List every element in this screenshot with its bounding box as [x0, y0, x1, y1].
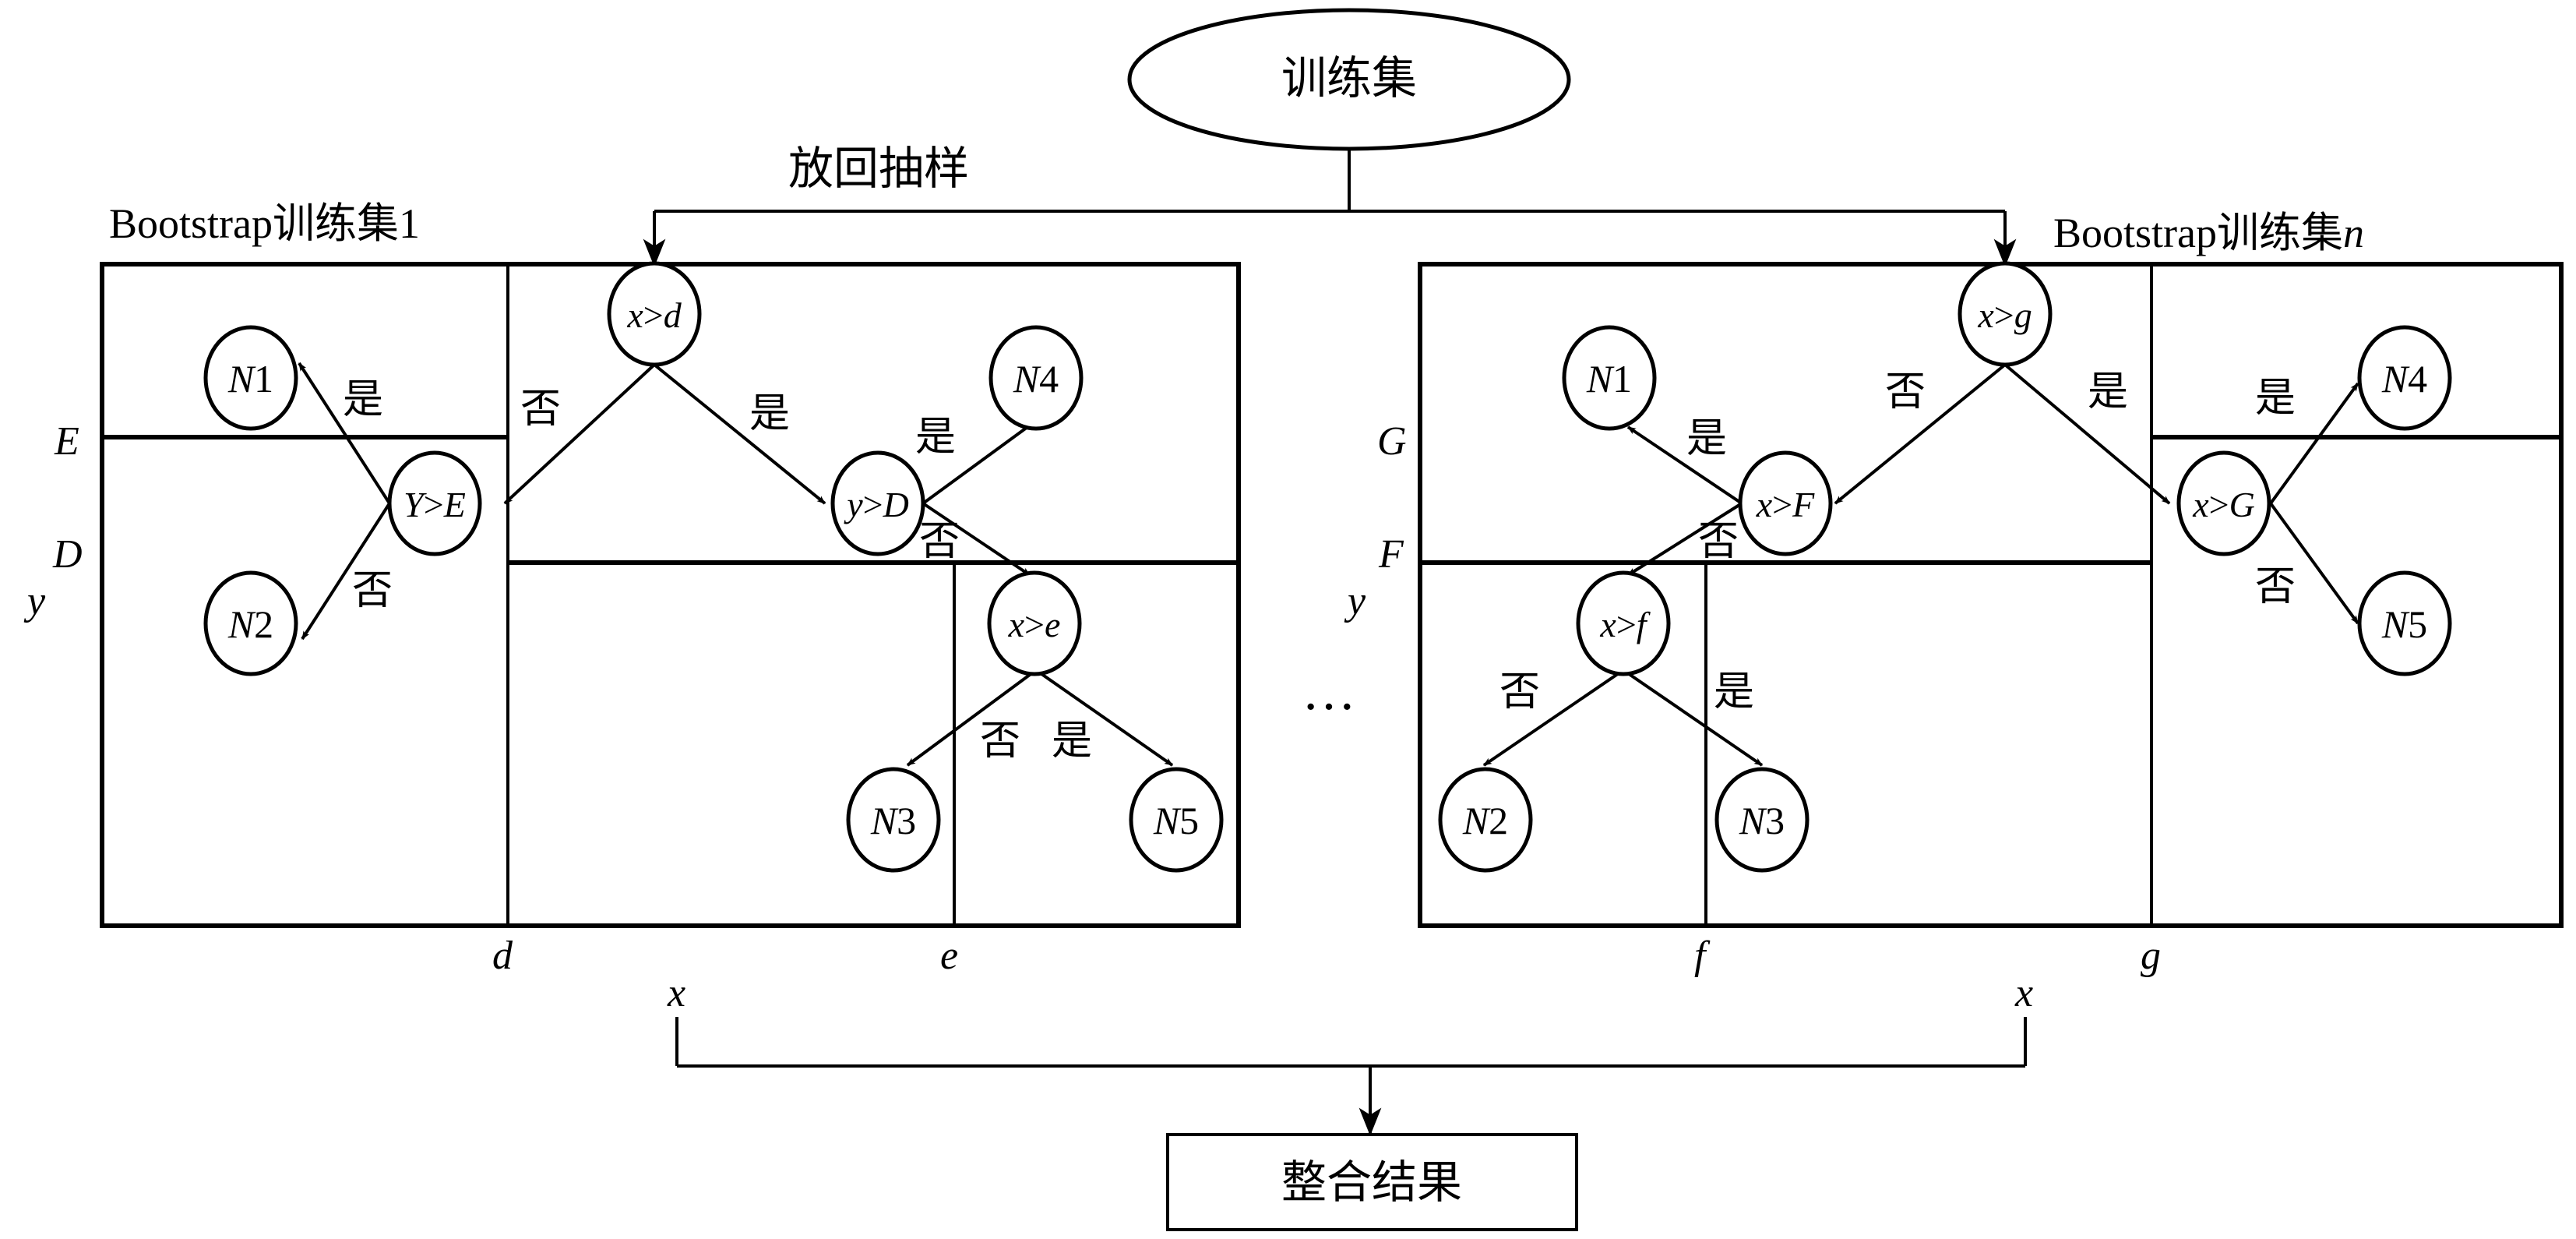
training-set-label: 训练集 [1281, 51, 1417, 104]
edge-right-no-n [2269, 502, 2359, 625]
leaf-N5-n: N5 [2357, 570, 2452, 676]
svg-text:x>f: x>f [1599, 605, 1651, 644]
x-axis-label: x [667, 971, 685, 1015]
svg-text:x>G: x>G [2192, 485, 2255, 524]
label-left-yes: 是 [343, 376, 383, 423]
edge-root-yes-n [2003, 363, 2171, 505]
tick-D: D [52, 532, 83, 577]
svg-text:x>g: x>g [1977, 295, 2032, 335]
node-y-gt-D: y>D [830, 450, 925, 556]
svg-text:N3: N3 [1739, 799, 1785, 842]
tick-e: e [940, 934, 958, 978]
svg-text:N3: N3 [870, 799, 916, 842]
leaf-N4: N4 [988, 325, 1084, 431]
edge-root-no [503, 363, 656, 505]
edge-left-yes [298, 362, 391, 505]
svg-text:x>F: x>F [1756, 485, 1815, 524]
label-sub-yes: 是 [1052, 718, 1092, 764]
svg-text:N4: N4 [1013, 357, 1059, 401]
svg-text:N1: N1 [227, 357, 273, 401]
svg-text:x>d: x>d [626, 295, 682, 335]
node-x-gt-e: x>e [987, 570, 1082, 676]
edge-sub-no-n [1482, 669, 1625, 767]
svg-text:N5: N5 [1153, 799, 1199, 842]
edge-root-yes [653, 363, 826, 505]
bootstrap-panel-n: Bootstrap训练集n G F y f g x 否 是 是 否 是 否 否 … [1344, 210, 2564, 1015]
svg-text:N4: N4 [2381, 357, 2427, 401]
tick-f: f [1694, 934, 1711, 978]
edge-left-yes-n [1626, 425, 1743, 505]
leaf-N3: N3 [846, 767, 941, 873]
x-axis-label-n: x [2014, 971, 2033, 1015]
svg-text:N5: N5 [2381, 602, 2427, 646]
label-sub-no-n: 否 [1499, 669, 1540, 715]
tick-G: G [1377, 419, 1407, 464]
edge-left-no [301, 502, 391, 641]
node-x-gt-G: x>G [2176, 450, 2271, 556]
node-x-gt-f: x>f [1576, 570, 1671, 676]
bootstrap-panel-1: Bootstrap训练集1 E D y d e x 否 是 是 否 是 否 否 … [23, 200, 1241, 1015]
y-axis-label: y [23, 579, 46, 623]
edge-right-yes [922, 419, 1038, 505]
tick-E: E [54, 419, 79, 464]
label-left-no: 否 [352, 567, 393, 614]
svg-text:N1: N1 [1586, 357, 1632, 401]
svg-text:Y>E: Y>E [403, 485, 466, 524]
leaf-N2: N2 [203, 570, 298, 676]
label-root-yes: 是 [749, 390, 790, 437]
panel-1-title: Bootstrap训练集1 [109, 200, 420, 247]
tick-g: g [2141, 934, 2161, 978]
tick-d: d [492, 934, 513, 978]
label-left-yes-n: 是 [1686, 415, 1727, 462]
label-right-yes: 是 [915, 414, 956, 461]
leaf-N1: N1 [203, 325, 298, 431]
label-right-yes-n: 是 [2255, 375, 2296, 422]
edge-sub-yes [1034, 669, 1174, 767]
leaf-N3-n: N3 [1714, 767, 1810, 873]
sampling-label: 放回抽样 [788, 142, 969, 195]
node-x-gt-F: x>F [1738, 450, 1833, 556]
edge-left-no-n [1626, 502, 1743, 577]
node-Y-gt-E: Y>E [387, 450, 482, 556]
label-right-no-n: 否 [2255, 563, 2296, 610]
label-root-no: 否 [520, 386, 561, 432]
edge-right-no [922, 502, 1031, 577]
panel-n-title: Bootstrap训练集n [2053, 210, 2364, 256]
leaf-N1-n: N1 [1562, 325, 1657, 431]
svg-text:x>e: x>e [1008, 605, 1061, 644]
edge-sub-yes-n [1622, 669, 1764, 767]
svg-text:N2: N2 [227, 602, 273, 646]
ellipsis: ··· [1302, 677, 1356, 737]
training-set-node: 训练集 [1127, 8, 1571, 151]
panel-1-frame [100, 262, 1241, 928]
label-sub-yes-n: 是 [1714, 669, 1754, 715]
label-right-no: 否 [919, 518, 960, 565]
svg-text:y>D: y>D [844, 485, 909, 524]
y-axis-label-n: y [1344, 579, 1366, 623]
label-root-no-n: 否 [1885, 369, 1926, 415]
label-root-yes-n: 是 [2088, 369, 2128, 415]
edge-root-no-n [1834, 363, 2007, 505]
edge-right-yes-n [2269, 382, 2359, 505]
result-label: 整合结果 [1281, 1156, 1462, 1209]
svg-text:N2: N2 [1462, 799, 1508, 842]
node-x-gt-d: x>d [607, 261, 702, 367]
leaf-N4-n: N4 [2357, 325, 2452, 431]
label-sub-no: 否 [980, 718, 1020, 764]
node-x-gt-g: x>g [1958, 261, 2053, 367]
edge-sub-no [906, 669, 1038, 767]
tick-F: F [1378, 532, 1404, 577]
label-left-no-n: 否 [1698, 518, 1739, 565]
result-box: 整合结果 [1166, 1133, 1578, 1231]
leaf-N5: N5 [1129, 767, 1224, 873]
leaf-N2-n: N2 [1438, 767, 1533, 873]
